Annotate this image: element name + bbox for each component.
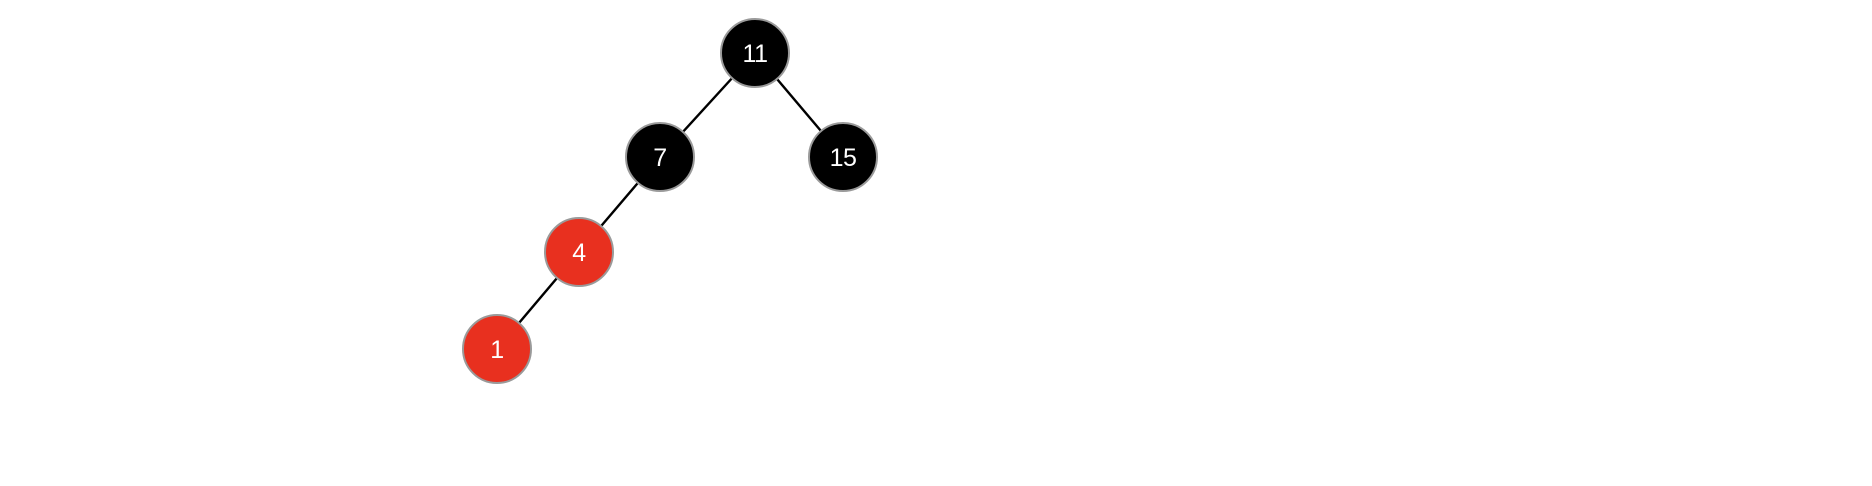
node-label: 7: [653, 144, 666, 172]
tree-node[interactable]: 11: [720, 18, 790, 88]
tree-node[interactable]: 4: [544, 217, 614, 287]
node-circle-red[interactable]: [462, 314, 532, 384]
tree-node[interactable]: 15: [808, 122, 878, 192]
tree-node[interactable]: 7: [625, 122, 695, 192]
node-label: 1: [490, 336, 503, 364]
tree-nodes-group: 11 7 15 4 1: [462, 18, 878, 384]
tree-node[interactable]: 1: [462, 314, 532, 384]
node-label: 15: [830, 144, 857, 172]
node-circle-red[interactable]: [544, 217, 614, 287]
node-circle-black[interactable]: [808, 122, 878, 192]
node-label: 4: [572, 239, 586, 267]
node-circle-black[interactable]: [625, 122, 695, 192]
node-label: 11: [743, 40, 768, 68]
tree-edges-group: [495, 51, 845, 351]
node-circle-black[interactable]: [720, 18, 790, 88]
